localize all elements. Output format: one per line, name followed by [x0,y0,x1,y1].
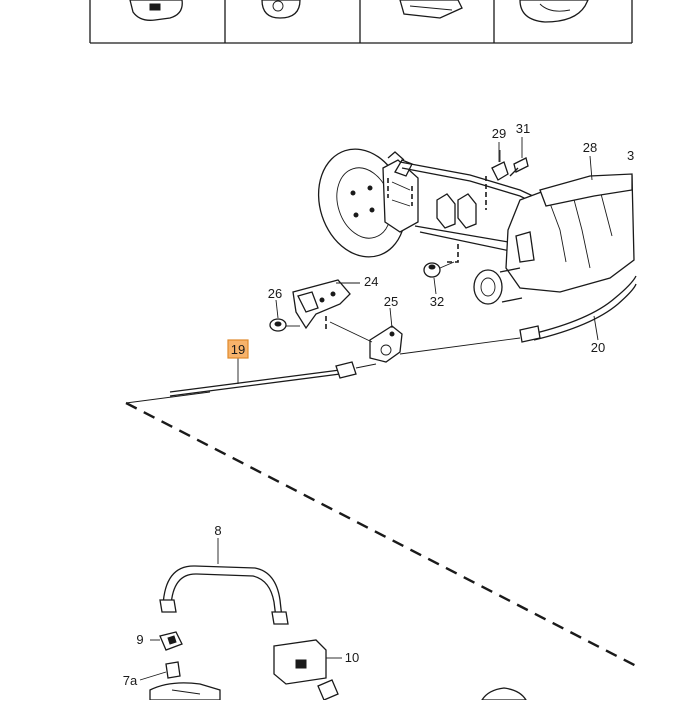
callout-26: 26 [268,286,282,301]
bolt-29 [491,150,509,181]
callout-24: 24 [364,274,378,289]
callout-25: 25 [384,294,398,309]
mount-32 [423,261,455,278]
brake-hose-8 [159,565,289,625]
axle-bracket-2 [457,193,477,229]
fitting-7a [139,661,221,701]
callout-labels: 29 31 28 3 24 26 25 32 20 19 8 9 10 7a [123,121,634,688]
bracket-24 [292,279,351,330]
partial-part-bottom [480,687,528,701]
axle-bracket-1 [436,193,456,229]
callout-3-partial: 3 [627,148,634,163]
callout-28: 28 [583,140,597,155]
callout-31: 31 [516,121,530,136]
callout-20: 20 [591,340,605,355]
table-thumb-3 [399,0,463,19]
clip-9 [150,631,183,651]
callout-29: 29 [492,126,506,141]
brake-hose-20 [531,275,637,335]
callout-19[interactable]: 19 [231,342,245,357]
screw-31 [509,157,529,177]
callout-8: 8 [214,523,221,538]
table-thumb-2 [261,0,301,19]
parts-table-strip [89,0,633,44]
junction-block-10 [273,639,342,701]
lever-25 [329,321,403,363]
callout-7a: 7a [123,673,138,688]
highlight-box-19[interactable] [227,339,249,359]
brake-disc-assembly [317,148,419,258]
nut-26 [269,318,300,332]
cable-19 [169,369,341,393]
leader-lines [217,137,599,564]
callout-10: 10 [345,650,359,665]
callout-9: 9 [136,632,143,647]
boundary-dashed-line [125,401,641,670]
differential-housing [473,173,635,305]
callout-32: 32 [430,294,444,309]
